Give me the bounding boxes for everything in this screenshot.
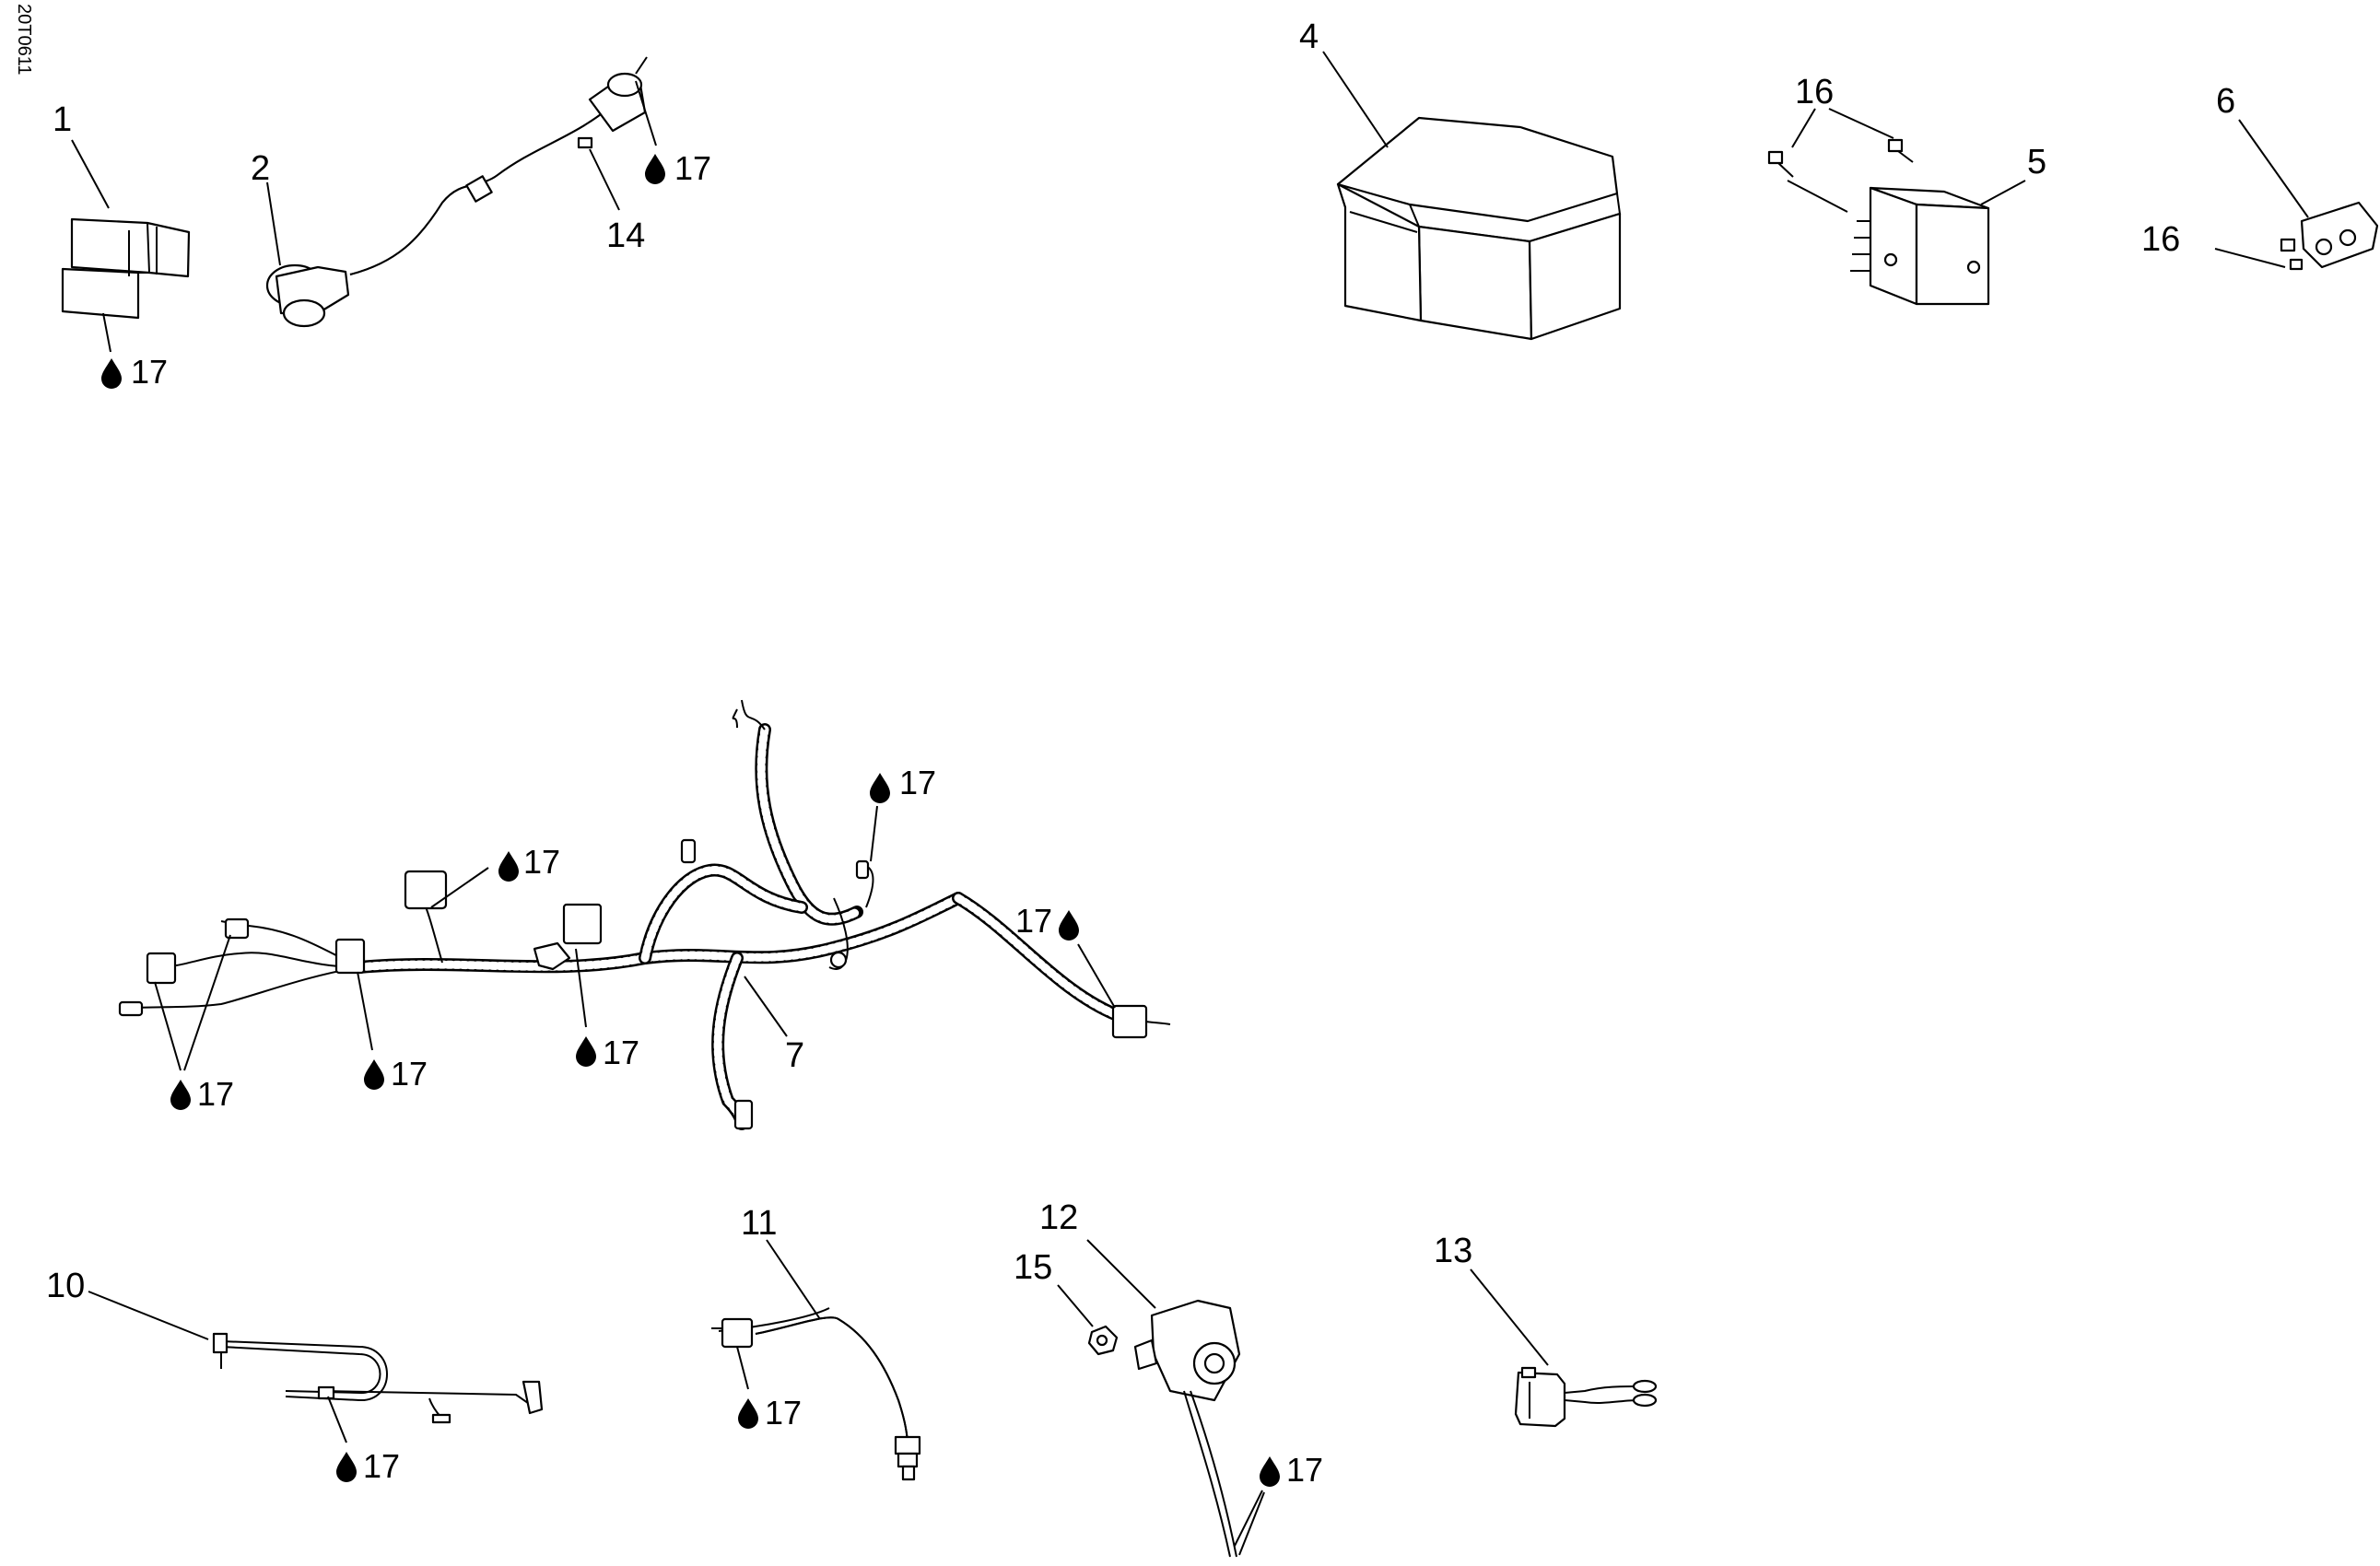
svg-text:17: 17 <box>1015 902 1052 940</box>
part-7-harness <box>118 699 1171 1130</box>
leader-line-drop <box>575 948 587 1028</box>
callout-5: 5 <box>2027 143 2046 181</box>
leader-line-10 <box>88 1291 209 1340</box>
leader-line-1-drop <box>102 312 111 353</box>
part-10-cable <box>212 1332 544 1424</box>
leader-line-5 <box>1980 180 2026 205</box>
leader-line-drop <box>154 981 182 1071</box>
part-5-module <box>1850 186 1990 306</box>
lube-label: 17 <box>101 353 168 391</box>
oil-drop-icon <box>498 851 519 882</box>
lube-label: 17 <box>645 149 711 187</box>
lube-label: 17 <box>170 1075 234 1113</box>
leader-line-11-drop <box>736 1346 749 1390</box>
leader-line-6 <box>2238 119 2309 218</box>
svg-text:17: 17 <box>899 764 936 801</box>
leader-line-12-drop <box>1238 1491 1265 1556</box>
leader-line-drop <box>1077 943 1116 1009</box>
callout-14: 14 <box>606 216 645 255</box>
leader-line-drop <box>430 867 489 908</box>
leader-line-4 <box>1322 51 1389 148</box>
oil-drop-icon <box>364 1059 384 1090</box>
oil-drop-icon <box>170 1080 191 1110</box>
svg-text:17: 17 <box>131 353 168 391</box>
leader-line-12-drop <box>1234 1490 1263 1547</box>
callout-2: 2 <box>251 149 270 188</box>
svg-text:17: 17 <box>603 1034 639 1071</box>
svg-text:17: 17 <box>391 1055 428 1093</box>
lube-label: 17 <box>364 1055 428 1093</box>
oil-drop-icon <box>101 358 122 389</box>
part-6-bracket <box>2280 201 2379 271</box>
svg-text:17: 17 <box>363 1447 400 1485</box>
leader-line-1 <box>71 139 110 209</box>
oil-drop-icon <box>1059 910 1079 941</box>
callout-12: 12 <box>1039 1198 1078 1237</box>
leader-line-16b <box>2214 248 2286 268</box>
drawing-code: 20T0611 <box>14 4 34 75</box>
oil-drop-icon <box>870 773 890 803</box>
callout-7: 7 <box>785 1036 804 1075</box>
leader-line-14 <box>589 148 620 211</box>
lube-label: 17 <box>738 1394 802 1432</box>
svg-text:17: 17 <box>1286 1451 1323 1489</box>
leader-line-10-drop <box>327 1396 347 1443</box>
part-13-component <box>1514 1366 1658 1428</box>
leader-line-2 <box>266 181 281 266</box>
part-11-sensor <box>711 1307 921 1481</box>
leader-line-12 <box>1086 1239 1156 1309</box>
callout-16b: 16 <box>2141 220 2180 259</box>
leader-line-16a <box>1791 108 1816 148</box>
lube-label: 17 <box>336 1447 400 1485</box>
svg-text:17: 17 <box>197 1075 234 1113</box>
leader-line-7 <box>744 976 788 1037</box>
callout-1: 1 <box>53 100 72 139</box>
leader-line-13 <box>1470 1268 1549 1366</box>
part-4-battery <box>1336 116 1622 341</box>
callout-4: 4 <box>1299 18 1319 56</box>
oil-drop-icon <box>645 154 665 184</box>
lube-label: 17 <box>498 843 560 882</box>
part-2-cable <box>265 56 648 328</box>
oil-drop-icon <box>1260 1456 1280 1487</box>
lube-label: 17 <box>576 1034 639 1071</box>
leader-line-2-drop <box>635 80 657 146</box>
callout-11: 11 <box>741 1204 777 1243</box>
lube-label: 17 <box>1260 1451 1323 1489</box>
callout-15: 15 <box>1014 1248 1052 1287</box>
leader-line-drop <box>183 934 231 1071</box>
leader-line-drop <box>870 805 878 862</box>
svg-text:17: 17 <box>523 843 560 881</box>
oil-drop-icon <box>738 1398 758 1429</box>
part-15-nut <box>1087 1325 1119 1356</box>
part-1-connector <box>61 217 191 320</box>
svg-text:17: 17 <box>765 1394 802 1432</box>
leader-line-15 <box>1057 1284 1094 1327</box>
callout-10: 10 <box>46 1267 85 1305</box>
leader-line-drop <box>357 971 373 1051</box>
leader-line-16a <box>1787 180 1848 213</box>
callout-6: 6 <box>2216 82 2235 121</box>
leader-line-11 <box>766 1239 821 1320</box>
lube-label: 17 <box>1015 902 1079 941</box>
svg-text:17: 17 <box>674 149 711 187</box>
oil-drop-icon <box>576 1036 596 1067</box>
lube-label: 17 <box>870 764 936 803</box>
part-12-switch <box>1133 1299 1241 1558</box>
oil-drop-icon <box>336 1452 357 1482</box>
callout-13: 13 <box>1434 1232 1472 1270</box>
leader-line-16a <box>1828 108 1894 139</box>
part-16-screw <box>1767 138 1914 178</box>
callout-16a: 16 <box>1795 73 1834 111</box>
